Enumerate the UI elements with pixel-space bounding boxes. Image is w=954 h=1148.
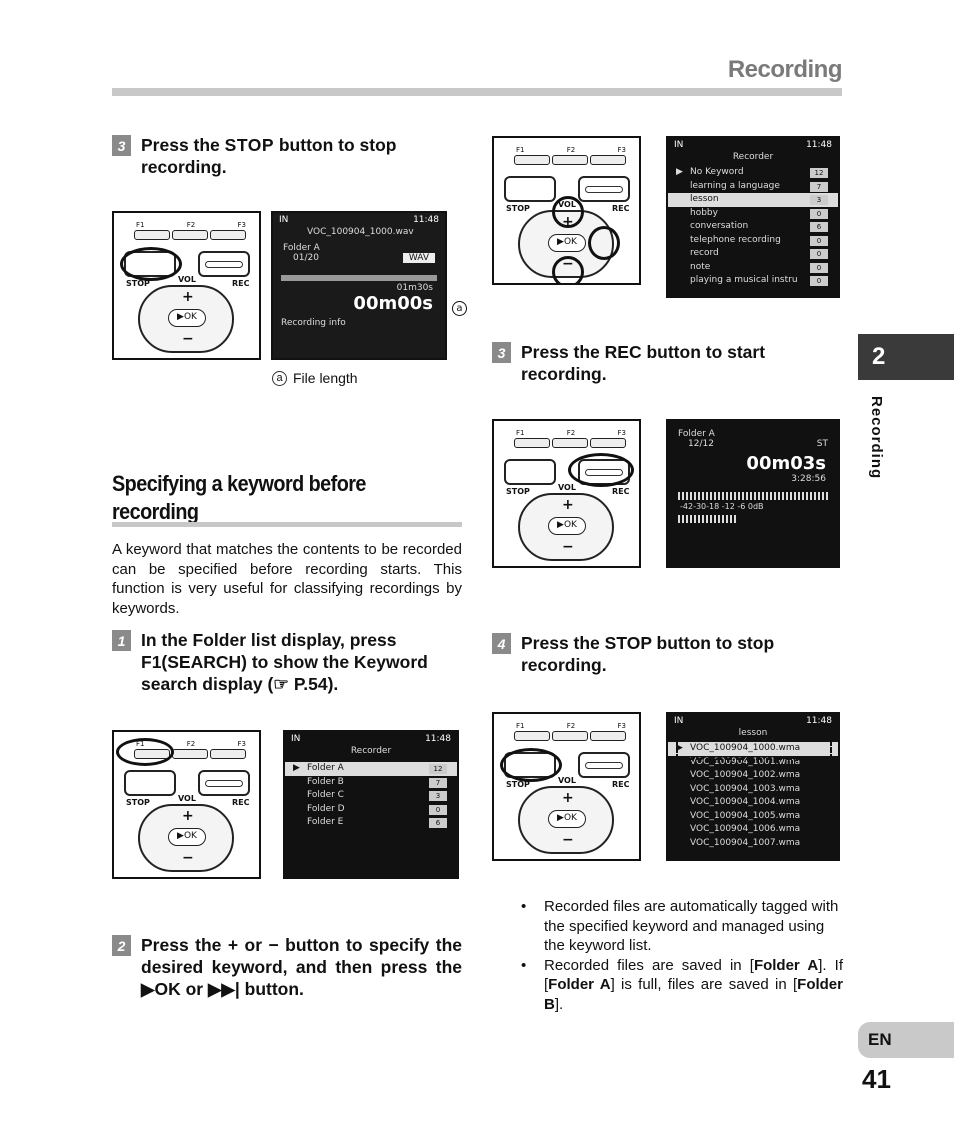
- section-body: A keyword that matches the contents to b…: [112, 541, 462, 617]
- list-item: VOC_100904_1007.wma: [690, 837, 801, 848]
- list-item: VOC_100904_1006.wma: [690, 824, 801, 834]
- list-item: VOC_100904_1004.wma: [690, 797, 801, 807]
- list-item: VOC_100904_1003.wma: [690, 783, 801, 794]
- right-step-4: 4 Press the STOP button to stop recordin…: [492, 632, 842, 676]
- chapter-tab: 2: [858, 334, 954, 380]
- list-item: VOC_100904_1001.wma: [690, 756, 801, 767]
- callout-marker: a: [452, 301, 467, 316]
- left-step-2: 2 Press the + or − button to specify the…: [112, 934, 462, 1000]
- dashed-highlight: [676, 740, 832, 760]
- step-number: 3: [112, 135, 131, 156]
- header-rule: [112, 88, 842, 96]
- section-rule: [112, 522, 462, 527]
- list-item: Recorded files are automatically tagged …: [521, 897, 843, 956]
- notes-list: Recorded files are automatically tagged …: [521, 897, 843, 1014]
- page-number: 41: [862, 1064, 891, 1094]
- left-step-3: 3 Press the STOP button to stop recordin…: [112, 134, 462, 178]
- left-step-1: 1 In the Folder list display, press F1(S…: [112, 629, 462, 695]
- section-title: Specifying a keyword before recording: [112, 471, 366, 524]
- list-item: Recorded files are saved in [Folder A]. …: [521, 956, 843, 1015]
- list-item: VOC_100904_1002.wma: [690, 770, 801, 780]
- language-tab: EN: [858, 1022, 954, 1058]
- chapter-side-label: Recording: [868, 396, 885, 480]
- step-text: Press the STOP button to stop recording.: [141, 135, 397, 177]
- list-item: ▶ VOC_100904_1000.wma: [668, 742, 838, 756]
- list-item: VOC_100904_1005.wma: [690, 810, 801, 821]
- page-header-title: Recording: [727, 56, 843, 83]
- right-step-3: 3 Press the REC button to start recordin…: [492, 341, 842, 385]
